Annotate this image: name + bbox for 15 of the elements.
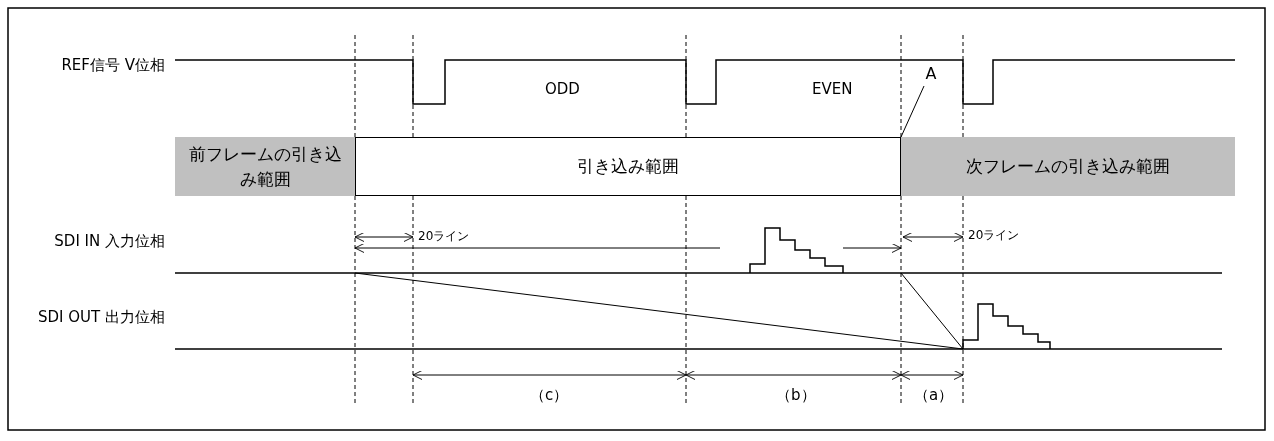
leader-line xyxy=(900,85,925,138)
range-box: 次フレームの引き込み範囲 xyxy=(901,137,1235,196)
field-label: EVEN xyxy=(812,80,853,100)
signal-name: REF信号 V位相 xyxy=(60,56,165,76)
signal-name: SDI IN 入力位相 xyxy=(53,232,165,252)
dimension-label: 20ライン xyxy=(968,228,1020,244)
dimension-label: 20ライン xyxy=(418,229,470,245)
range-box: 引き込み範囲 xyxy=(355,137,901,196)
point-label: A xyxy=(924,64,938,84)
dimension-label: （b） xyxy=(776,386,816,406)
dimension-label: （c） xyxy=(530,386,569,406)
field-label: ODD xyxy=(545,80,580,100)
signal-name: SDI OUT 出力位相 xyxy=(37,308,165,328)
dimension-label: （a） xyxy=(914,386,954,406)
range-box: 前フレームの引き込み範囲 xyxy=(175,137,355,196)
